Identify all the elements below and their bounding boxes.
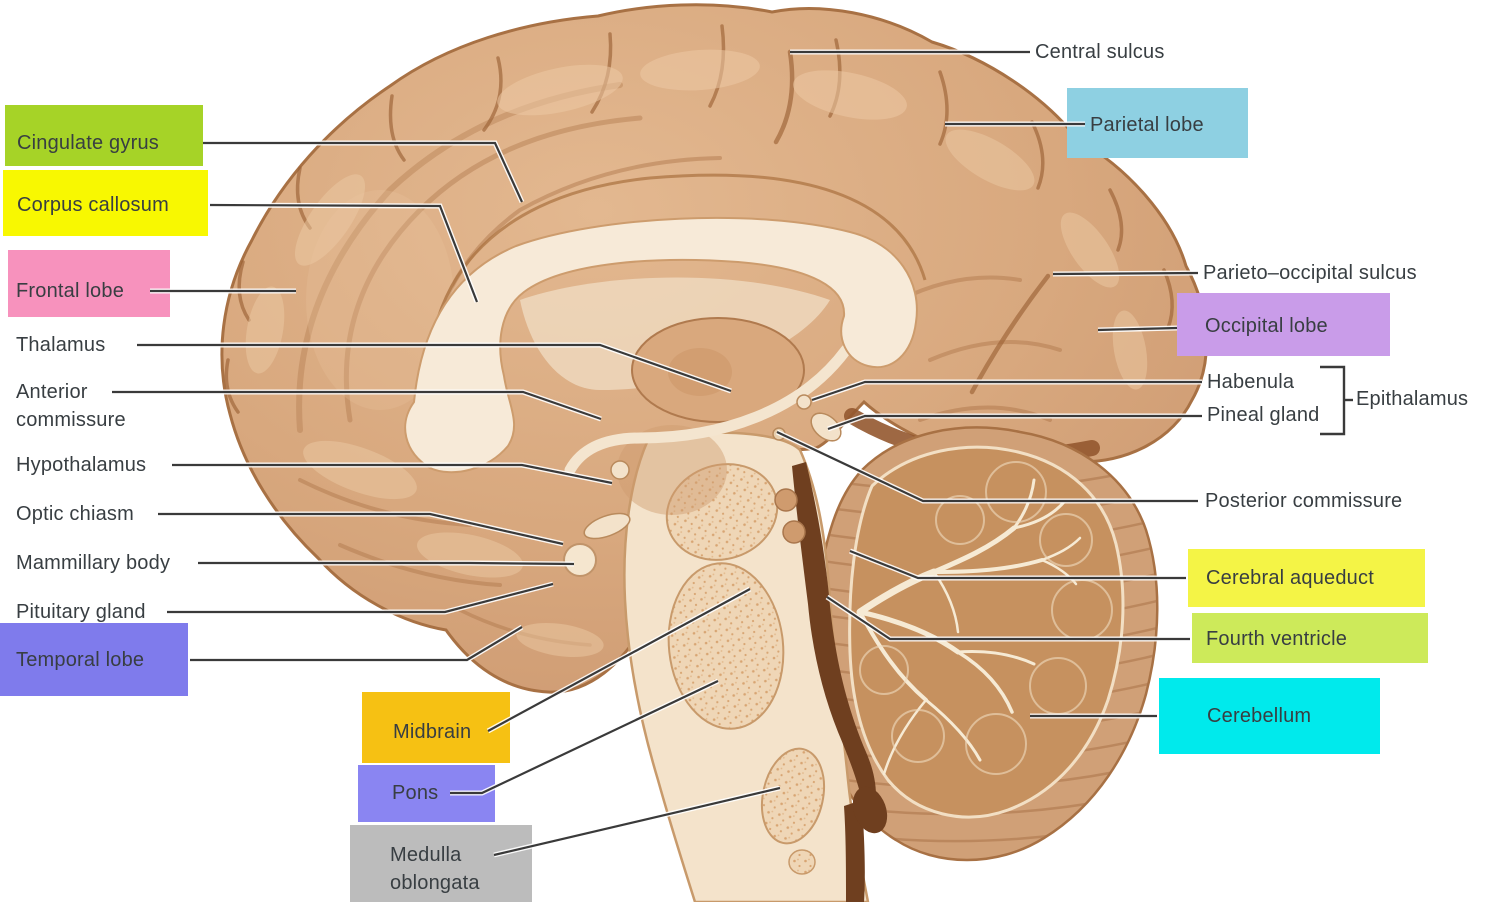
label-thalamus: Thalamus <box>16 334 106 356</box>
fornix-shape <box>564 344 852 476</box>
label-parietal-lobe: Parietal lobe <box>1090 114 1204 136</box>
mammillary-body-shape <box>563 543 597 577</box>
label-mammillary-body: Mammillary body <box>16 552 171 574</box>
label-epithalamus: Epithalamus <box>1356 388 1469 410</box>
highlight-box-temporal-lobe <box>0 623 188 696</box>
highlight-box-parietal-lobe <box>1067 88 1248 158</box>
highlight-box-corpus-callosum <box>3 170 208 236</box>
label-pineal-gland: Pineal gland <box>1207 404 1320 426</box>
label-pituitary-gland: Pituitary gland <box>16 601 146 623</box>
label-anterior-commissure: Anterior commissure <box>16 381 126 431</box>
label-hypothalamus: Hypothalamus <box>16 454 147 476</box>
optic-chiasm-shape <box>583 512 631 540</box>
label-optic-chiasm: Optic chiasm <box>16 503 134 525</box>
anterior-commissure-shape <box>610 460 630 480</box>
label-corpus-callosum: Corpus callosum <box>17 194 169 216</box>
label-occipital-lobe: Occipital lobe <box>1205 315 1328 337</box>
label-medulla-oblongata: Medulla oblongata <box>390 844 480 894</box>
label-posterior-commissure: Posterior commissure <box>1205 490 1403 512</box>
highlight-box-fourth-ventricle <box>1192 613 1428 663</box>
label-temporal-lobe: Temporal lobe <box>16 649 145 671</box>
label-midbrain: Midbrain <box>393 721 472 743</box>
highlight-box-cerebral-aqueduct <box>1188 549 1425 607</box>
label-frontal-lobe: Frontal lobe <box>16 280 125 302</box>
label-cerebral-aqueduct: Cerebral aqueduct <box>1206 567 1374 589</box>
highlight-box-occipital-lobe <box>1177 293 1390 356</box>
label-cingulate-gyrus: Cingulate gyrus <box>17 132 159 154</box>
highlight-box-cingulate-gyrus <box>5 105 203 166</box>
label-parieto-occipital-sulcus: Parieto–occipital sulcus <box>1203 262 1417 284</box>
posterior-commissure-shape <box>772 427 786 441</box>
label-central-sulcus: Central sulcus <box>1035 41 1165 63</box>
aqueduct-fourth-ventricle-shape <box>792 462 876 800</box>
label-cerebellum: Cerebellum <box>1207 705 1312 727</box>
label-habenula: Habenula <box>1207 371 1295 393</box>
label-fourth-ventricle: Fourth ventricle <box>1206 628 1348 650</box>
highlight-box-cerebellum <box>1159 678 1380 754</box>
label-pons: Pons <box>392 782 439 804</box>
highlight-box-frontal-lobe <box>8 250 170 317</box>
habenula-shape <box>796 394 812 410</box>
